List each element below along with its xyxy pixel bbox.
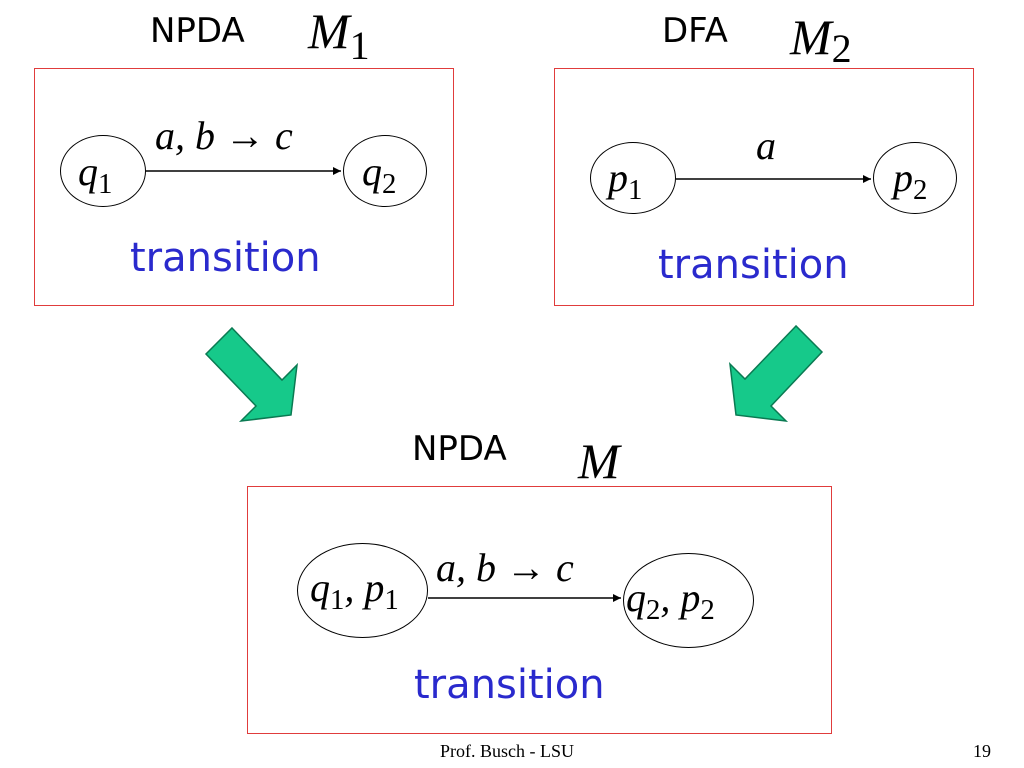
page-number: 19 — [973, 741, 991, 761]
state-q2-p2-label: q2, p2 — [626, 575, 715, 627]
m2-transition-text: transition — [658, 242, 849, 288]
npda-m-box — [247, 486, 832, 734]
state-q1-p1 — [297, 543, 428, 638]
state-p2-label: p2 — [893, 155, 928, 207]
m2-edge-label: a — [756, 123, 776, 168]
m-label: M — [578, 433, 620, 489]
green-arrow-right — [729, 324, 824, 423]
m-edge-label: a, b → c — [436, 545, 574, 590]
m-transition-text: transition — [414, 662, 605, 708]
npda-m1-caption: NPDA — [150, 11, 245, 51]
m1-label: M1 — [308, 3, 370, 69]
state-p1-label: p1 — [608, 155, 643, 207]
green-arrow-left — [204, 326, 299, 423]
state-p1 — [590, 142, 676, 214]
m2-label: M2 — [790, 9, 852, 71]
state-q2 — [343, 135, 427, 207]
footer-author: Prof. Busch - LSU — [440, 741, 574, 761]
m1-edge-label: a, b → c — [155, 113, 293, 158]
state-q1 — [60, 135, 146, 207]
state-q1-label: q1 — [78, 149, 113, 201]
m1-transition-text: transition — [130, 235, 321, 281]
npda-m1-box — [34, 68, 454, 306]
state-q1-p1-label: q1, p1 — [310, 565, 399, 617]
npda-m-caption: NPDA — [412, 429, 507, 469]
state-q2-p2 — [623, 553, 754, 648]
dfa-m2-caption: DFA — [662, 11, 728, 51]
state-p2 — [873, 142, 957, 214]
state-q2-label: q2 — [362, 149, 397, 201]
dfa-m2-box — [554, 68, 974, 306]
